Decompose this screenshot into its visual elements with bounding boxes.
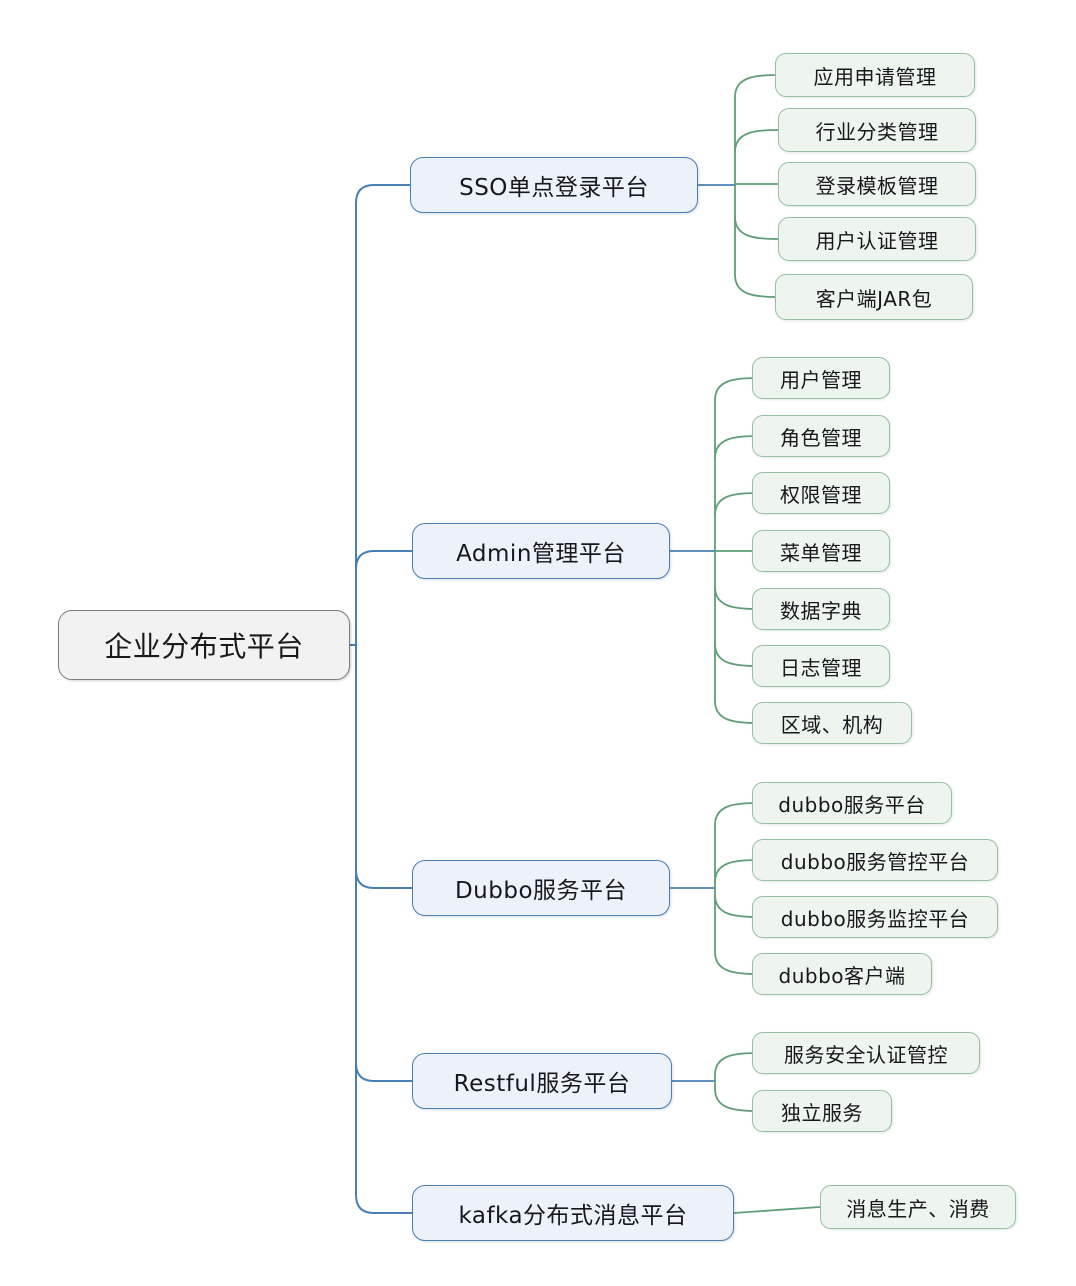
leaf-node-sso-1[interactable]: 行业分类管理 [778, 108, 976, 152]
connector-line [714, 492, 758, 516]
connector-line [714, 894, 758, 918]
leaf-node-admin-3[interactable]: 菜单管理 [752, 530, 890, 572]
connector-line [714, 859, 758, 883]
connector-line [733, 1206, 821, 1214]
branch-node-kafka[interactable]: kafka分布式消息平台 [412, 1185, 734, 1241]
connector-line [714, 586, 758, 610]
leaf-node-restful-0[interactable]: 服务安全认证管控 [752, 1032, 980, 1074]
leaf-node-sso-0[interactable]: 应用申请管理 [775, 53, 975, 97]
connector-line [714, 643, 758, 667]
connector-line [714, 951, 758, 975]
leaf-node-restful-1[interactable]: 独立服务 [752, 1090, 892, 1132]
leaf-node-dubbo-3[interactable]: dubbo客户端 [752, 953, 932, 995]
leaf-node-sso-2[interactable]: 登录模板管理 [778, 162, 976, 206]
branch-node-admin[interactable]: Admin管理平台 [412, 523, 670, 579]
branch-node-sso[interactable]: SSO单点登录平台 [410, 157, 698, 213]
connector-line [734, 129, 779, 153]
leaf-node-dubbo-1[interactable]: dubbo服务管控平台 [752, 839, 998, 881]
leaf-node-kafka-0[interactable]: 消息生产、消费 [820, 1185, 1016, 1229]
leaf-node-admin-5[interactable]: 日志管理 [752, 645, 890, 687]
leaf-node-admin-6[interactable]: 区域、机构 [752, 702, 912, 744]
leaf-node-sso-4[interactable]: 客户端JAR包 [775, 274, 973, 320]
connector-line [355, 1194, 413, 1214]
connector-line [714, 435, 758, 459]
connector-line [355, 184, 411, 204]
connector-line [355, 1062, 413, 1082]
connector-line [714, 1052, 758, 1076]
connector-line [355, 550, 413, 570]
branch-node-restful[interactable]: Restful服务平台 [412, 1053, 672, 1109]
leaf-node-dubbo-2[interactable]: dubbo服务监控平台 [752, 896, 998, 938]
leaf-node-admin-0[interactable]: 用户管理 [752, 357, 890, 399]
connector-line [734, 216, 779, 240]
connector-line [714, 802, 758, 826]
connector-line [714, 1088, 758, 1112]
connector-line [355, 869, 413, 889]
root-node[interactable]: 企业分布式平台 [58, 610, 350, 680]
leaf-node-admin-2[interactable]: 权限管理 [752, 472, 890, 514]
leaf-node-sso-3[interactable]: 用户认证管理 [778, 217, 976, 261]
connector-line [734, 74, 778, 98]
leaf-node-admin-4[interactable]: 数据字典 [752, 588, 890, 630]
connector-line [714, 700, 758, 724]
leaf-node-dubbo-0[interactable]: dubbo服务平台 [752, 782, 952, 824]
connector-line [714, 377, 758, 401]
leaf-node-admin-1[interactable]: 角色管理 [752, 415, 890, 457]
connector-line [734, 274, 778, 298]
branch-node-dubbo[interactable]: Dubbo服务平台 [412, 860, 670, 916]
